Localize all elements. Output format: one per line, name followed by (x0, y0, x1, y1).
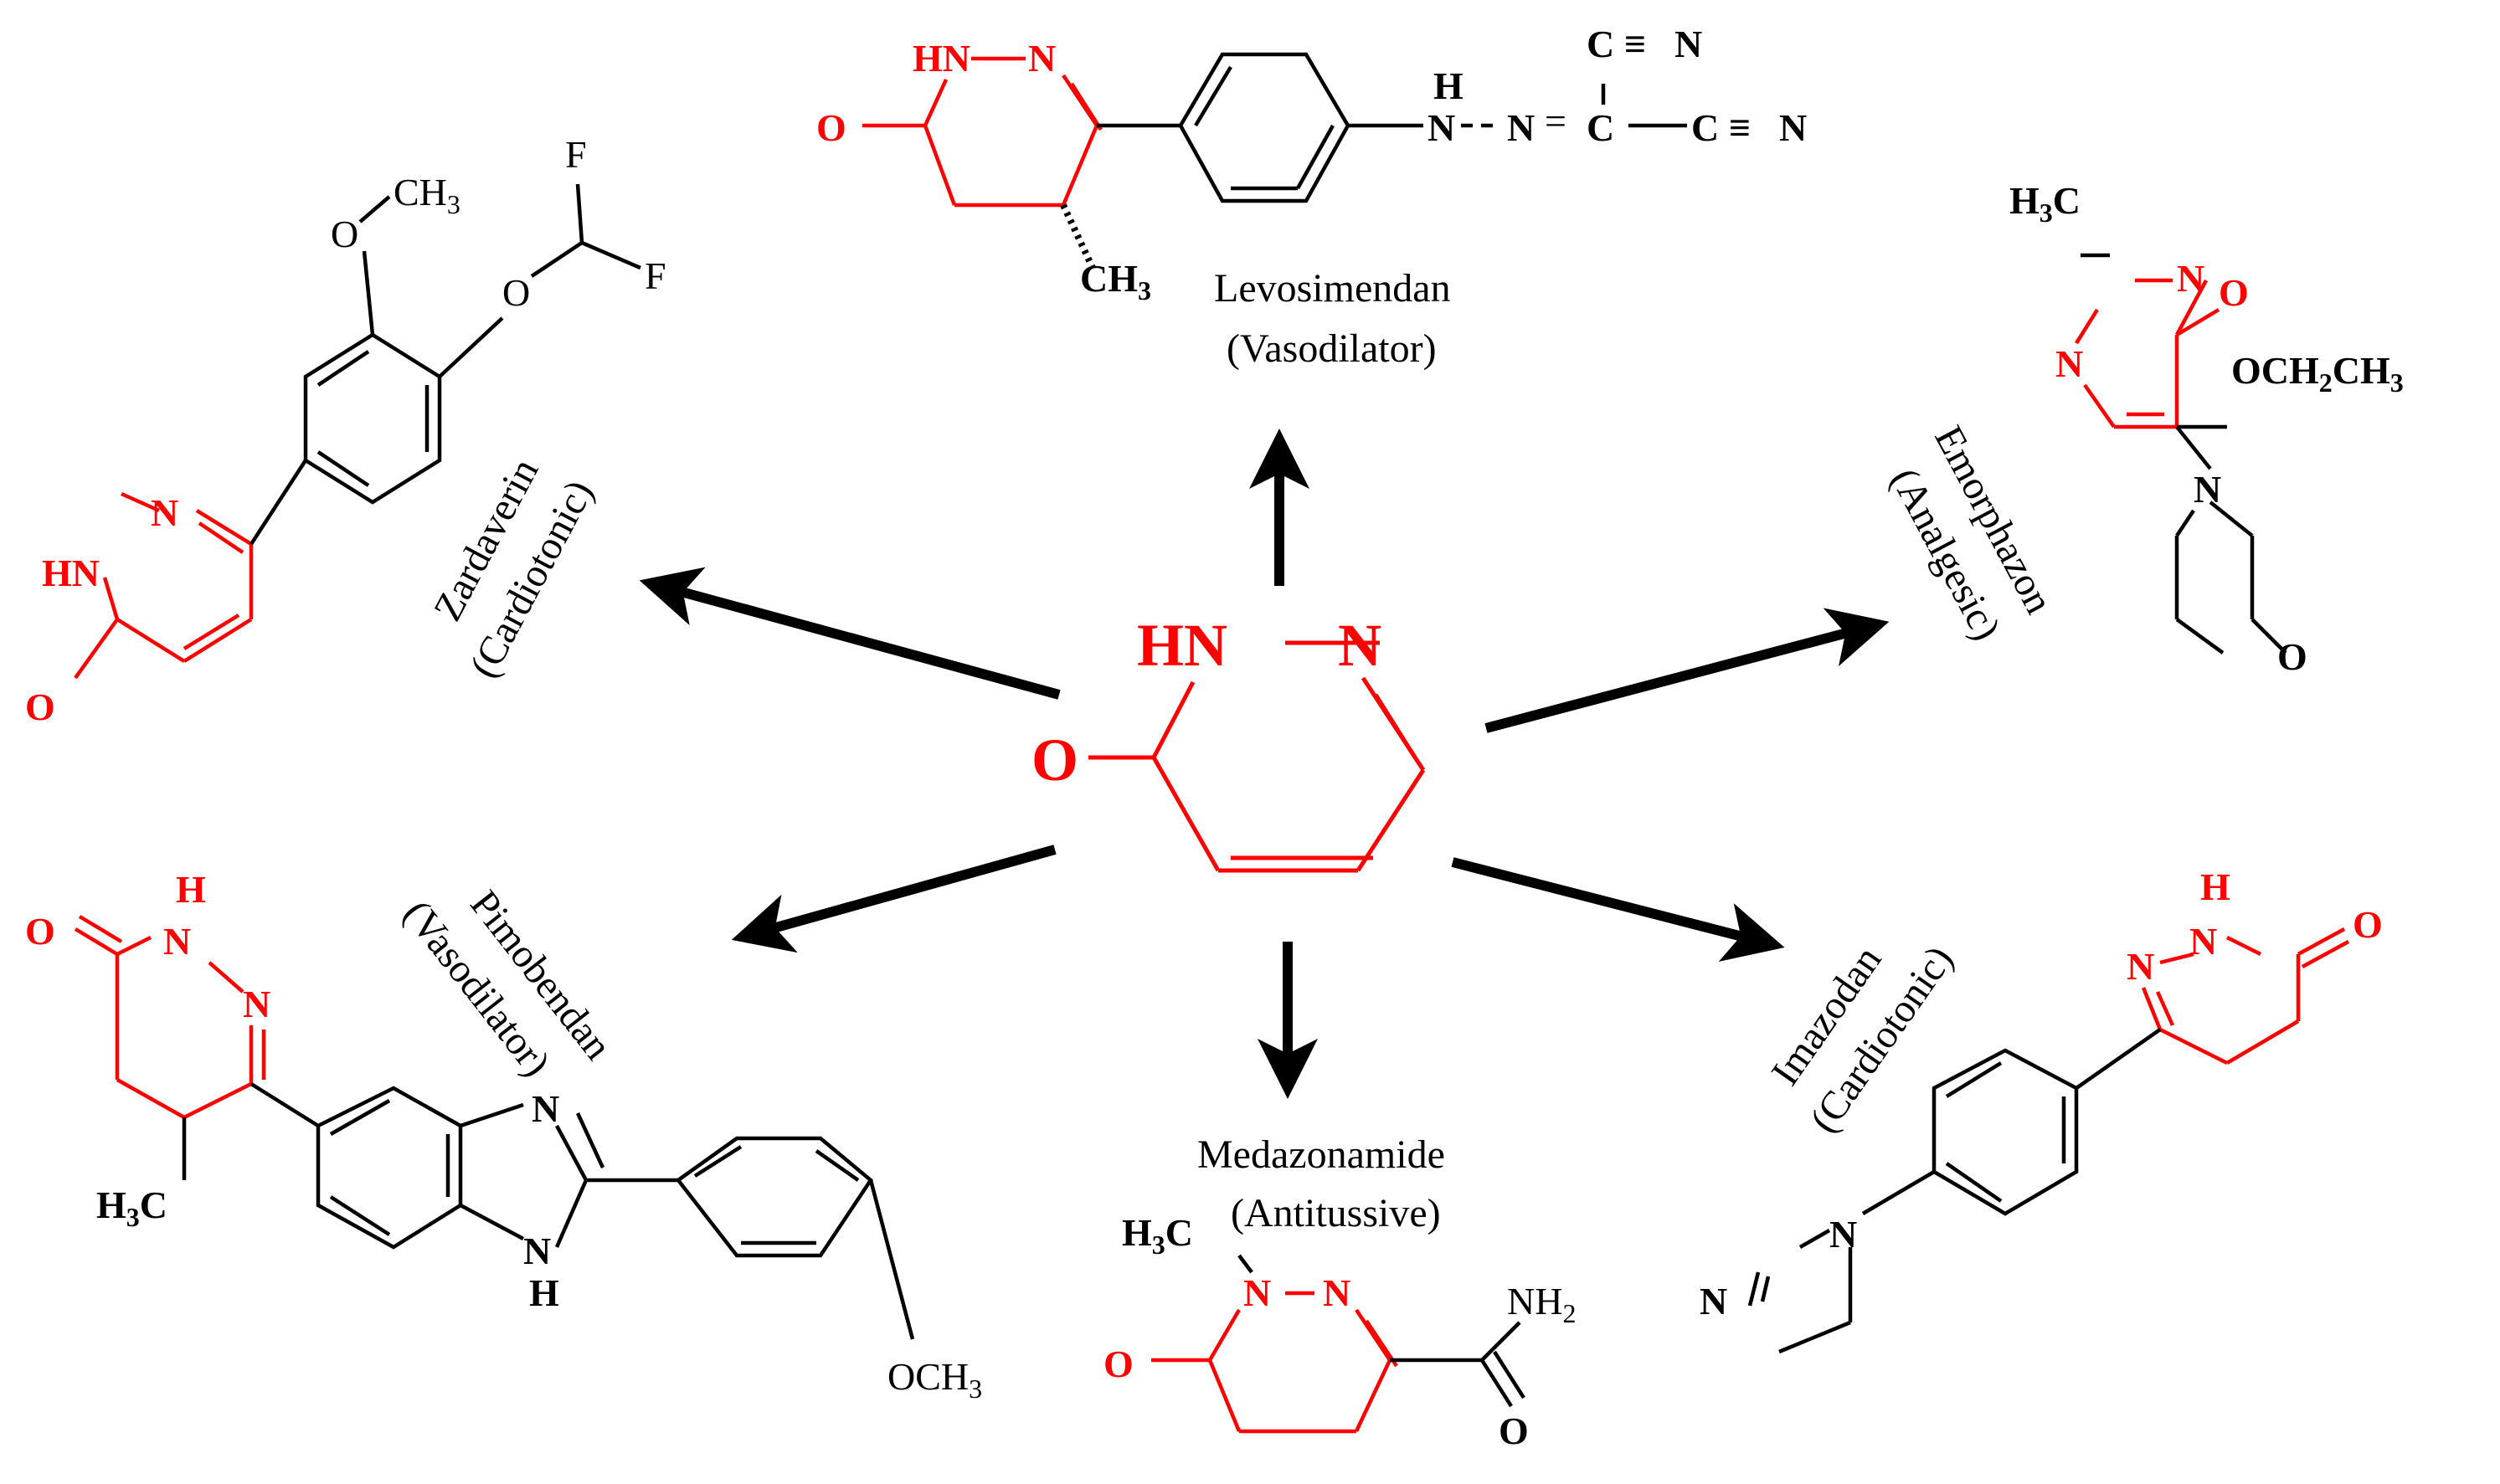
svg-text:HN: HN (42, 552, 100, 594)
svg-text:N: N (243, 983, 270, 1025)
svg-text:N: N (1674, 23, 1702, 65)
svg-text:N: N (151, 491, 178, 534)
svg-text:CH3: CH3 (1080, 257, 1151, 306)
compound-levosimendan: HN N O CH3 H N N = C C ≡ N C ≡ N Levosim… (816, 23, 1807, 371)
svg-text:N: N (2177, 257, 2204, 300)
svg-text:O: O (1103, 1343, 1134, 1385)
arrow-to-emorphazon (1484, 608, 1890, 733)
arrows (639, 429, 1890, 1099)
svg-text:C: C (1691, 106, 1719, 149)
svg-text:H3C: H3C (2009, 179, 2081, 228)
svg-text:F: F (565, 133, 587, 176)
svg-text:C: C (1587, 23, 1614, 65)
arrow-to-zardaverin (639, 567, 1061, 700)
svg-text:OCH3: OCH3 (887, 1355, 982, 1404)
svg-text:O: O (331, 213, 358, 255)
svg-text:N: N (163, 920, 191, 963)
svg-text:CH3: CH3 (394, 171, 460, 219)
svg-text:O: O (1499, 1410, 1529, 1452)
svg-text:N: N (1028, 37, 1056, 80)
arrow-to-imazodan (1451, 857, 1785, 962)
svg-text:H3C: H3C (1122, 1211, 1193, 1260)
levosimendan-name: Levosimendan (1214, 266, 1451, 311)
svg-text:O: O (2219, 271, 2249, 314)
central-pyridazinone-core (1088, 640, 1426, 873)
svg-text:O: O (816, 106, 846, 149)
svg-text:H: H (529, 1271, 559, 1314)
svg-text:NH2: NH2 (1507, 1280, 1576, 1328)
svg-text:C: C (1587, 106, 1614, 149)
svg-text:N: N (2055, 342, 2083, 385)
svg-text:N: N (1427, 106, 1455, 149)
compound-emorphazon: H3C O N N OCH2CH3 N O Emorphazon (Analge… (1882, 179, 2404, 678)
compound-imazodan: H N N O N N Imazodan (Cardiotonic) (1700, 865, 2383, 1354)
svg-text:N: N (2189, 920, 2217, 963)
svg-text:N: N (1507, 106, 1535, 149)
svg-text:F: F (645, 254, 666, 297)
svg-text:N: N (2127, 945, 2154, 988)
svg-text:N: N (1243, 1271, 1271, 1314)
svg-text:O: O (25, 910, 55, 953)
svg-text:O: O (2277, 635, 2307, 678)
compound-zardaverin: N HN O O CH3 O F F Zardaverin (Cardioton… (25, 133, 666, 728)
svg-text:H3C: H3C (96, 1184, 167, 1232)
svg-text:N: N (523, 1230, 551, 1272)
core-o-label: O (1031, 727, 1078, 793)
svg-text:N: N (1779, 106, 1807, 149)
svg-text:N: N (1829, 1213, 1857, 1255)
core-n-label: N (1338, 612, 1381, 679)
svg-text:≡: ≡ (1624, 23, 1646, 65)
svg-text:N: N (1700, 1280, 1727, 1322)
svg-text:O: O (2353, 903, 2383, 946)
svg-text:O: O (502, 271, 530, 314)
svg-text:N: N (2194, 468, 2221, 511)
svg-text:≡: ≡ (1729, 106, 1751, 149)
svg-text:=: = (1545, 100, 1566, 142)
svg-text:H: H (1433, 64, 1463, 107)
levosimendan-activity: (Vasodilator) (1227, 326, 1437, 371)
svg-text:O: O (25, 686, 55, 728)
arrow-to-pimobendan (731, 845, 1057, 953)
medazonamide-name: Medazonamide (1197, 1132, 1445, 1177)
svg-text:HN: HN (913, 37, 970, 80)
svg-text:H: H (2200, 865, 2230, 908)
svg-text:N: N (532, 1087, 559, 1130)
core-nh-label: HN (1137, 612, 1227, 679)
svg-text:N: N (1323, 1271, 1350, 1314)
svg-text:H: H (176, 868, 206, 911)
svg-text:OCH2CH3: OCH2CH3 (2231, 349, 2404, 398)
compound-medazonamide: H3C N N O NH2 O Medazonamide (Antitussiv… (1103, 1132, 1576, 1452)
medazonamide-activity: (Antitussive) (1231, 1191, 1441, 1235)
compound-pimobendan: O H N N H3C N N H OCH3 Pimobendan (Vasod… (25, 868, 982, 1404)
